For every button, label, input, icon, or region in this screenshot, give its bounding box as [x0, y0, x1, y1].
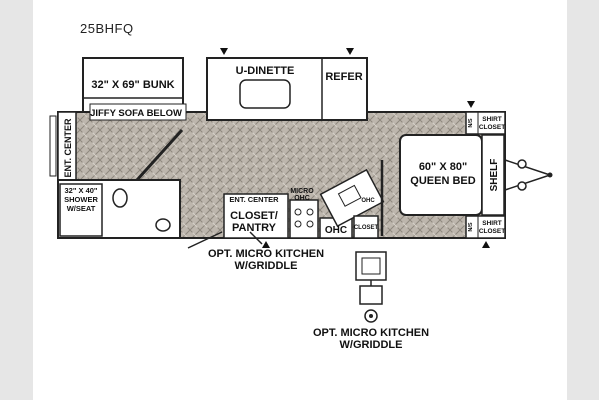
bath-sink-icon [155, 218, 171, 232]
marker-bottom-right [482, 241, 490, 248]
shower-label-2: SHOWER [64, 195, 98, 204]
jack-icon-bottom [517, 181, 527, 191]
opt-kitchen-caption-1: OPT. MICRO KITCHEN W/GRIDDLE [207, 248, 325, 272]
opt-kitchen-caption-2: OPT. MICRO KITCHEN W/GRIDDLE [312, 327, 430, 351]
shirt-closet-top [465, 111, 506, 135]
closet-label-2: PANTRY [232, 222, 277, 234]
ns-top-label: N/S [468, 118, 474, 128]
ohc-label: OHC [325, 225, 347, 236]
refer-label: REFER [325, 71, 362, 83]
micro-label-2: OHC [294, 195, 310, 202]
closet-label-1: CLOSET/ [230, 210, 278, 222]
shirt-closet-bottom [465, 215, 506, 239]
opt-micro-kitchen-base [359, 285, 383, 305]
dinette-table [239, 79, 291, 109]
ent-center-left-label: ENT. CENTER [63, 118, 73, 178]
dinette-label: U-DINETTE [236, 65, 295, 77]
shirt-closet-bottom-label-1: SHIRT [482, 220, 502, 227]
jack-icon-top [517, 159, 527, 169]
ns-bottom-label: N/S [468, 222, 474, 232]
ohc-small-label: OHC [361, 198, 375, 204]
marker-top-right [467, 101, 475, 108]
sofa-area [89, 103, 187, 121]
bed-label-2: QUEEN BED [410, 175, 475, 187]
shower [59, 183, 103, 237]
shower-label-3: W/SEAT [67, 204, 96, 213]
kitchen-sink-icon [337, 184, 362, 207]
micro-ohc [289, 199, 319, 239]
bed-pillow-area [481, 134, 505, 216]
toilet-icon [112, 188, 128, 208]
closet-small [353, 215, 379, 239]
shelf-label: SHELF [489, 159, 500, 192]
shower-label-1: 32" X 40" [65, 186, 98, 195]
marker-kitchen [262, 241, 270, 248]
shirt-closet-bottom-label-2: CLOSET [479, 228, 505, 235]
model-name: 25BHFQ [80, 21, 134, 36]
closet-small-label: CLOSET [354, 225, 379, 231]
marker-dinette-left [220, 48, 228, 55]
shirt-closet-top-label-1: SHIRT [482, 116, 502, 123]
marker-dinette-right [346, 48, 354, 55]
bunk-label: 32" X 69" BUNK [91, 79, 174, 91]
micro-label-1: MICRO [290, 188, 314, 195]
shirt-closet-top-label-2: CLOSET [479, 124, 505, 131]
sofa-label: JIFFY SOFA BELOW [90, 108, 182, 119]
bunk-slideout [82, 57, 184, 113]
bed-label-1: 60" X 80" [419, 161, 467, 173]
ent-center-mid-label: ENT. CENTER [229, 195, 279, 204]
